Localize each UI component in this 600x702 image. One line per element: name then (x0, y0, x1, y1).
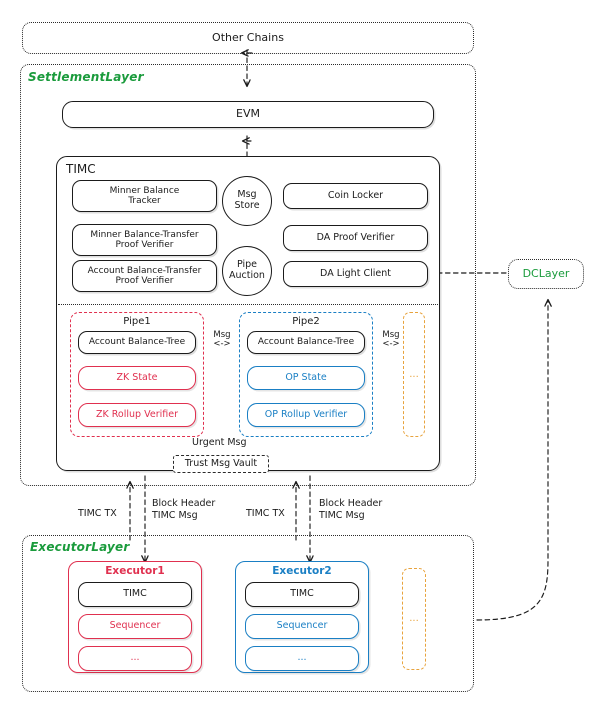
executor-layer-box[interactable] (22, 535, 474, 692)
pipe2-title: Pipe2 (292, 316, 320, 328)
timc-tx-label-2: TIMC TX (246, 508, 285, 519)
executor-ellipsis-column[interactable]: ... (402, 568, 426, 670)
box-label: Account Balance-Transfer Proof Verifier (87, 265, 202, 286)
msg-exchange-label-2: Msg <-> (382, 330, 400, 349)
box-label: Minner Balance-Transfer Proof Verifier (90, 229, 199, 250)
executor2-sequencer-box[interactable]: Sequencer (245, 614, 359, 639)
executor2-title: Executor2 (272, 565, 332, 578)
urgent-msg-label: Urgent Msg (192, 437, 247, 448)
circle-label: Msg Store (234, 189, 260, 211)
msg-exchange-label-1: Msg <-> (213, 330, 231, 349)
pipe2-box[interactable] (239, 312, 373, 437)
executor1-sequencer-box[interactable]: Sequencer (78, 614, 192, 639)
pipe2-op-rollup-verifier-box[interactable]: OP Rollup Verifier (247, 403, 365, 427)
executor2-ellipsis-box[interactable]: ... (245, 646, 359, 671)
timc-title: TIMC (66, 162, 96, 176)
trust-msg-vault-box[interactable]: Trust Msg Vault (173, 455, 269, 473)
minner-balance-tracker-box[interactable]: Minner Balance Tracker (72, 180, 217, 212)
pipe-ellipsis-column[interactable]: ... (403, 312, 425, 437)
executor1-timc-box[interactable]: TIMC (78, 582, 192, 607)
pipe1-account-balance-tree-box[interactable]: Account Balance-Tree (78, 331, 196, 354)
da-proof-verifier-box[interactable]: DA Proof Verifier (283, 225, 428, 251)
da-light-client-box[interactable]: DA Light Client (283, 261, 428, 287)
pipe1-zk-state-box[interactable]: ZK State (78, 366, 196, 390)
dc-layer-title: DCLayer (522, 266, 570, 280)
evm-box[interactable]: EVM (62, 101, 434, 128)
pipe1-title: Pipe1 (123, 316, 151, 328)
other-chains-label: Other Chains (212, 30, 284, 44)
msg-store-circle[interactable]: Msg Store (222, 176, 272, 226)
executor-layer-title: ExecutorLayer (30, 540, 130, 554)
pipe1-box[interactable] (70, 312, 204, 437)
account-balance-transfer-proof-verifier-box[interactable]: Account Balance-Transfer Proof Verifier (72, 260, 217, 292)
box-label: DA Light Client (320, 267, 391, 279)
box-label: DA Proof Verifier (316, 231, 395, 243)
circle-label: Pipe Auction (229, 259, 265, 281)
timc-tx-label-1: TIMC TX (78, 508, 117, 519)
other-chains-box[interactable]: Other Chains (22, 22, 474, 54)
block-header-timc-msg-label-2: Block Header TIMC Msg (319, 498, 383, 521)
block-header-timc-msg-label-1: Block Header TIMC Msg (152, 498, 216, 521)
pipe-auction-circle[interactable]: Pipe Auction (222, 246, 272, 296)
box-label: Coin Locker (327, 189, 384, 201)
executor1-title: Executor1 (105, 565, 165, 578)
pipe2-op-state-box[interactable]: OP State (247, 366, 365, 390)
settlement-layer-title: SettlementLayer (28, 70, 144, 84)
dc-layer-box[interactable]: DCLayer (508, 259, 584, 289)
box-label: Minner Balance Tracker (109, 185, 180, 206)
executor1-ellipsis-box[interactable]: ... (78, 646, 192, 671)
settlement-layer-box[interactable] (20, 64, 476, 486)
coin-locker-box[interactable]: Coin Locker (283, 183, 428, 209)
executor2-timc-box[interactable]: TIMC (245, 582, 359, 607)
minner-balance-transfer-proof-verifier-box[interactable]: Minner Balance-Transfer Proof Verifier (72, 224, 217, 256)
pipe2-account-balance-tree-box[interactable]: Account Balance-Tree (247, 331, 365, 354)
timc-divider (58, 304, 438, 305)
evm-label: EVM (236, 107, 260, 121)
pipe1-zk-rollup-verifier-box[interactable]: ZK Rollup Verifier (78, 403, 196, 427)
